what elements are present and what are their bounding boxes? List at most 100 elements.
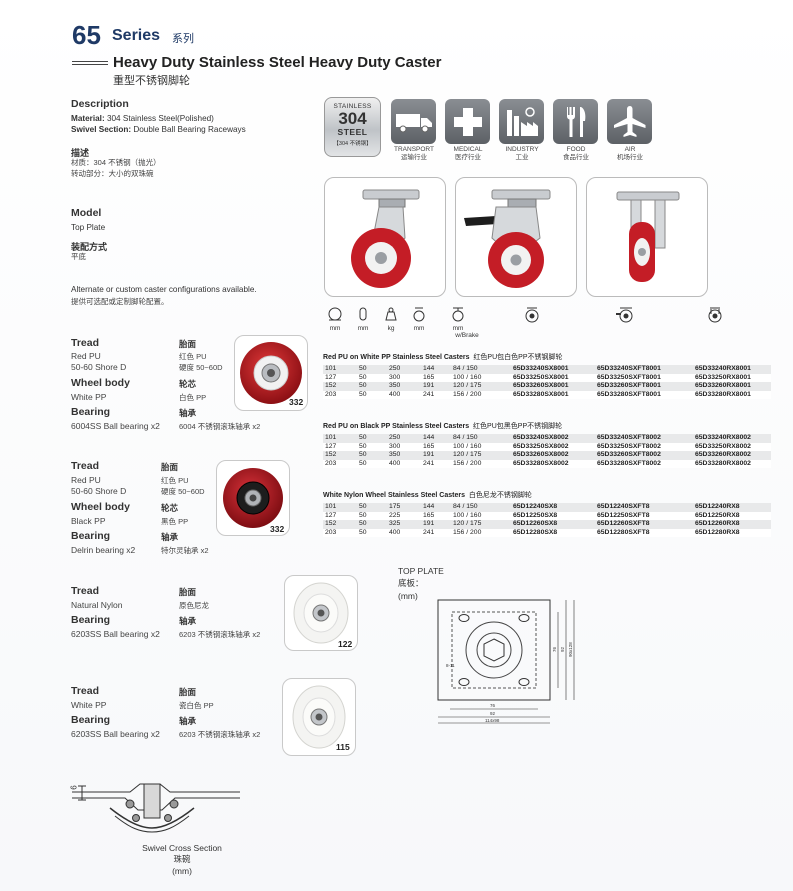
white-pp-wheel-icon xyxy=(292,685,346,749)
spec-cell: 84 / 150 xyxy=(451,503,511,512)
spec-cell: 144 xyxy=(421,365,451,374)
swivel-value: Double Ball Bearing Raceways xyxy=(131,125,246,134)
part-code-cell: 65D33240SXFT8001 xyxy=(595,365,693,374)
model-heading: Model xyxy=(71,207,102,219)
wheel2-tread-value-1: Red PU xyxy=(71,475,101,485)
material-cn: 材质：304 不锈钢（抛光） xyxy=(71,158,161,167)
spec-cell: 165 xyxy=(421,373,451,383)
spec-cell: 144 xyxy=(421,503,451,512)
spec-cell: 84 / 150 xyxy=(451,434,511,443)
spec-cell: 350 xyxy=(387,451,421,460)
wheel4-bearing-label: Bearing xyxy=(71,714,111,726)
wheel1-code: 332 xyxy=(289,397,304,407)
wheel3-image xyxy=(284,575,358,651)
description-heading: Description xyxy=(71,98,129,110)
part-code-cell: 65D33260SXFT8002 xyxy=(595,451,693,460)
part-code-cell: 65D12280RX8 xyxy=(693,528,771,538)
spec-cell: 120 / 175 xyxy=(451,382,511,391)
medical-cross-icon xyxy=(445,99,490,144)
industry-transport-en: TRANSPORT xyxy=(394,146,434,153)
white-nylon-wheel-icon xyxy=(293,582,349,644)
spec-cell: 300 xyxy=(387,442,421,452)
cross-section-dim: 6 xyxy=(69,785,79,790)
wheel1-body-label: Wheel body xyxy=(71,377,130,389)
wheel4-tread-cn-label: 胎面 xyxy=(179,687,197,697)
unit-load: kg xyxy=(387,325,395,332)
badge-line-2: 304 xyxy=(338,109,367,128)
material-line: Material: 304 Stainless Steel(Polished) xyxy=(71,113,214,124)
part-code-cell: 65D33280SXFT8002 xyxy=(595,459,693,469)
fork-knife-icon xyxy=(553,99,598,144)
badge-line-3: STEEL xyxy=(337,127,368,137)
table3-title: White Nylon Wheel Stainless Steel Caster… xyxy=(323,490,771,500)
wheel3-code: 122 xyxy=(338,639,353,649)
part-code-cell: 65D33250SXFT8001 xyxy=(595,373,693,383)
spec-cell: 50 xyxy=(357,434,387,443)
wheel4-tread-label: Tread xyxy=(71,685,100,697)
spec-cell: 400 xyxy=(387,528,421,538)
spec-cell: 156 / 200 xyxy=(451,390,511,400)
wheel1-body-cn: 白色 PP xyxy=(179,393,207,402)
industry-food-cn: 食品行业 xyxy=(563,154,589,161)
spec-cell: 300 xyxy=(387,373,421,383)
red-pu-white-pp-wheel-icon xyxy=(240,342,302,404)
part-code-cell: 65D12260SX8 xyxy=(511,520,595,529)
swivel-caster-icon xyxy=(351,189,420,288)
spec-cell: 225 xyxy=(387,511,421,521)
spec-cell: 400 xyxy=(387,459,421,469)
title-rule-bottom xyxy=(72,64,108,65)
title-rule-top xyxy=(72,61,108,62)
unit-diameter: mm xyxy=(329,325,341,332)
wheel1-bearing-cn-label: 轴承 xyxy=(179,408,197,418)
wheel1-bearing-cn: 6004 不锈钢滚珠轴承 x2 xyxy=(179,422,261,431)
part-code-cell: 65D33260SX8002 xyxy=(511,451,595,460)
spec-cell: 101 xyxy=(323,434,357,443)
wheel1-image xyxy=(234,335,308,411)
spec-cell: 120 / 175 xyxy=(451,451,511,460)
spec-cell: 50 xyxy=(357,511,387,521)
spec-cell: 100 / 160 xyxy=(451,442,511,452)
spec-cell: 50 xyxy=(357,459,387,469)
spec-cell: 241 xyxy=(421,528,451,538)
spec-cell: 100 / 160 xyxy=(451,373,511,383)
series-word: Series xyxy=(112,27,161,44)
wheel2-body-value: Black PP xyxy=(71,516,106,526)
wheel3-tread-value-1: Natural Nylon xyxy=(71,600,123,610)
spec-cell: 165 xyxy=(421,442,451,452)
wheel-width-icon xyxy=(359,307,367,321)
wheel3-bearing-cn: 6203 不锈钢滚珠轴承 x2 xyxy=(179,630,261,639)
dim-76-h: 76 xyxy=(490,703,496,708)
spec-cell: 250 xyxy=(387,365,421,374)
part-code-cell: 65D33240RX8002 xyxy=(693,434,771,443)
swivel-cn: 转动部分：大小的双珠碗 xyxy=(71,169,154,178)
part-code-cell: 65D33260SXFT8001 xyxy=(595,382,693,391)
spec-cell: 400 xyxy=(387,390,421,400)
spec-cell: 191 xyxy=(421,520,451,529)
spec-cell: 50 xyxy=(357,528,387,538)
part-code-cell: 65D33280SXFT8001 xyxy=(595,390,693,400)
wheel3-tread-cn-label: 胎面 xyxy=(179,587,197,597)
part-code-cell: 65D33280SX8002 xyxy=(511,459,595,469)
part-code-cell: 65D12260RX8 xyxy=(693,520,771,529)
table-group-white-nylon: White Nylon Wheel Stainless Steel Caster… xyxy=(323,490,771,538)
swivel-caster-photo xyxy=(324,177,446,297)
factory-icon xyxy=(499,99,544,144)
dim-bolt: 8-11 xyxy=(446,663,455,668)
spec-cell: 250 xyxy=(387,434,421,443)
wheel1-body-value: White PP xyxy=(71,392,107,402)
wheel2-bearing-cn-label: 轴承 xyxy=(161,532,179,542)
part-code-cell: 65D12240SXFT8 xyxy=(595,503,693,512)
industry-industry-cn: 工业 xyxy=(515,154,529,161)
spec-cell: 50 xyxy=(357,382,387,391)
top-plate-unit: (mm) xyxy=(398,591,418,601)
dim-plate-v: 90x128 xyxy=(568,642,573,657)
table-group-red-pu-white-pp: Red PU on White PP Stainless Steel Caste… xyxy=(323,352,771,400)
